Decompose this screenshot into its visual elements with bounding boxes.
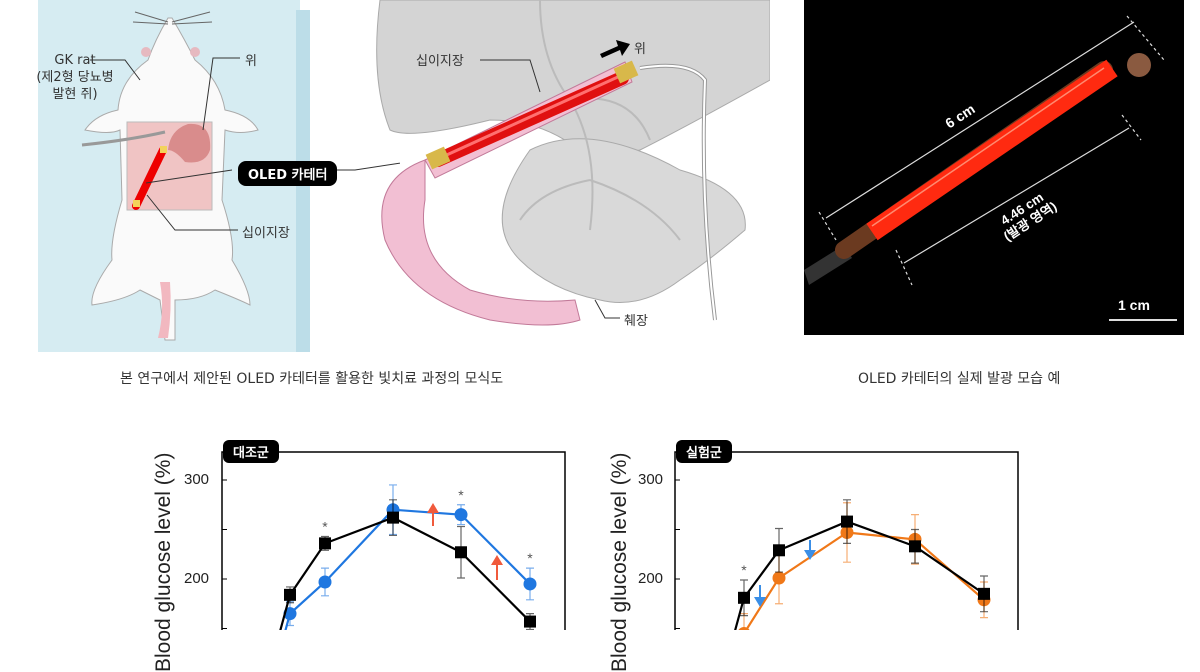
- arrow-head-icon: [427, 503, 439, 513]
- chart-title-tag: 실험군: [676, 440, 732, 463]
- y-tick-300: 300: [184, 471, 210, 488]
- significance-asterisk: *: [458, 487, 464, 503]
- chart-plot: *: [674, 451, 1019, 630]
- catheter-photo: 6 cm 4.46 cm (발광 영역) 1 cm: [804, 0, 1184, 335]
- chart-plot: * * *: [221, 451, 566, 630]
- data-point-circle: [318, 575, 332, 589]
- anatomy-stomach-label: 위: [634, 42, 646, 57]
- anatomy-illustration: 십이지장 위 췌장: [350, 0, 771, 360]
- data-point-square: [841, 515, 853, 528]
- data-point-square: [773, 544, 785, 557]
- oled-catheter-label: OLED 카테터: [238, 161, 338, 186]
- gk-rat-label: GK rat (제2형 당뇨병 발현 쥐): [36, 53, 114, 102]
- significance-asterisk: *: [741, 562, 747, 578]
- plot-frame: [674, 451, 1019, 630]
- schematic-caption: 본 연구에서 제안된 OLED 카테터를 활용한 빛치료 과정의 모식도: [120, 371, 504, 387]
- data-point-square: [455, 546, 467, 559]
- data-point-square: [978, 587, 990, 600]
- significance-asterisk: *: [322, 518, 328, 534]
- data-point-square: [387, 511, 399, 524]
- arrow-head-icon: [754, 597, 766, 607]
- series-line: [279, 516, 531, 630]
- significance-asterisk: *: [527, 550, 533, 566]
- series-line: [734, 520, 985, 630]
- duodenum-label: 십이지장: [242, 226, 290, 241]
- chart-title-tag: 대조군: [223, 440, 279, 463]
- data-point-circle: [738, 626, 750, 630]
- anatomy-duodenum-label: 십이지장: [416, 54, 464, 69]
- data-point-circle: [454, 508, 468, 522]
- series-line: [744, 531, 985, 630]
- data-point-square: [738, 591, 750, 604]
- rat-schematic-panel: GK rat (제2형 당뇨병 발현 쥐) 위 십이지장: [0, 0, 421, 360]
- plot-frame: [221, 451, 566, 630]
- pancreas-label: 췌장: [624, 314, 648, 329]
- y-tick-200: 200: [638, 570, 664, 587]
- data-point-circle: [772, 571, 786, 585]
- arrow-head-icon: [804, 550, 816, 560]
- photo-caption: OLED 카테터의 실제 발광 모습 예: [858, 371, 1061, 387]
- scale-bar-label: 1 cm: [1118, 297, 1150, 313]
- y-tick-200: 200: [184, 570, 210, 587]
- data-point-square: [284, 588, 296, 601]
- data-point-square: [909, 540, 921, 553]
- series-line: [284, 508, 531, 630]
- data-point-square: [524, 615, 536, 628]
- chart-experimental: Blood glucose level (%) * 300 200 실험군: [600, 400, 1060, 672]
- arrow-head-icon: [491, 555, 503, 565]
- chart-control: Blood glucose level (%) *** 300 200 대조군: [140, 400, 600, 672]
- y-tick-300: 300: [638, 471, 664, 488]
- data-point-square: [319, 537, 331, 550]
- stomach-label: 위: [245, 54, 257, 69]
- data-point-circle: [523, 577, 537, 591]
